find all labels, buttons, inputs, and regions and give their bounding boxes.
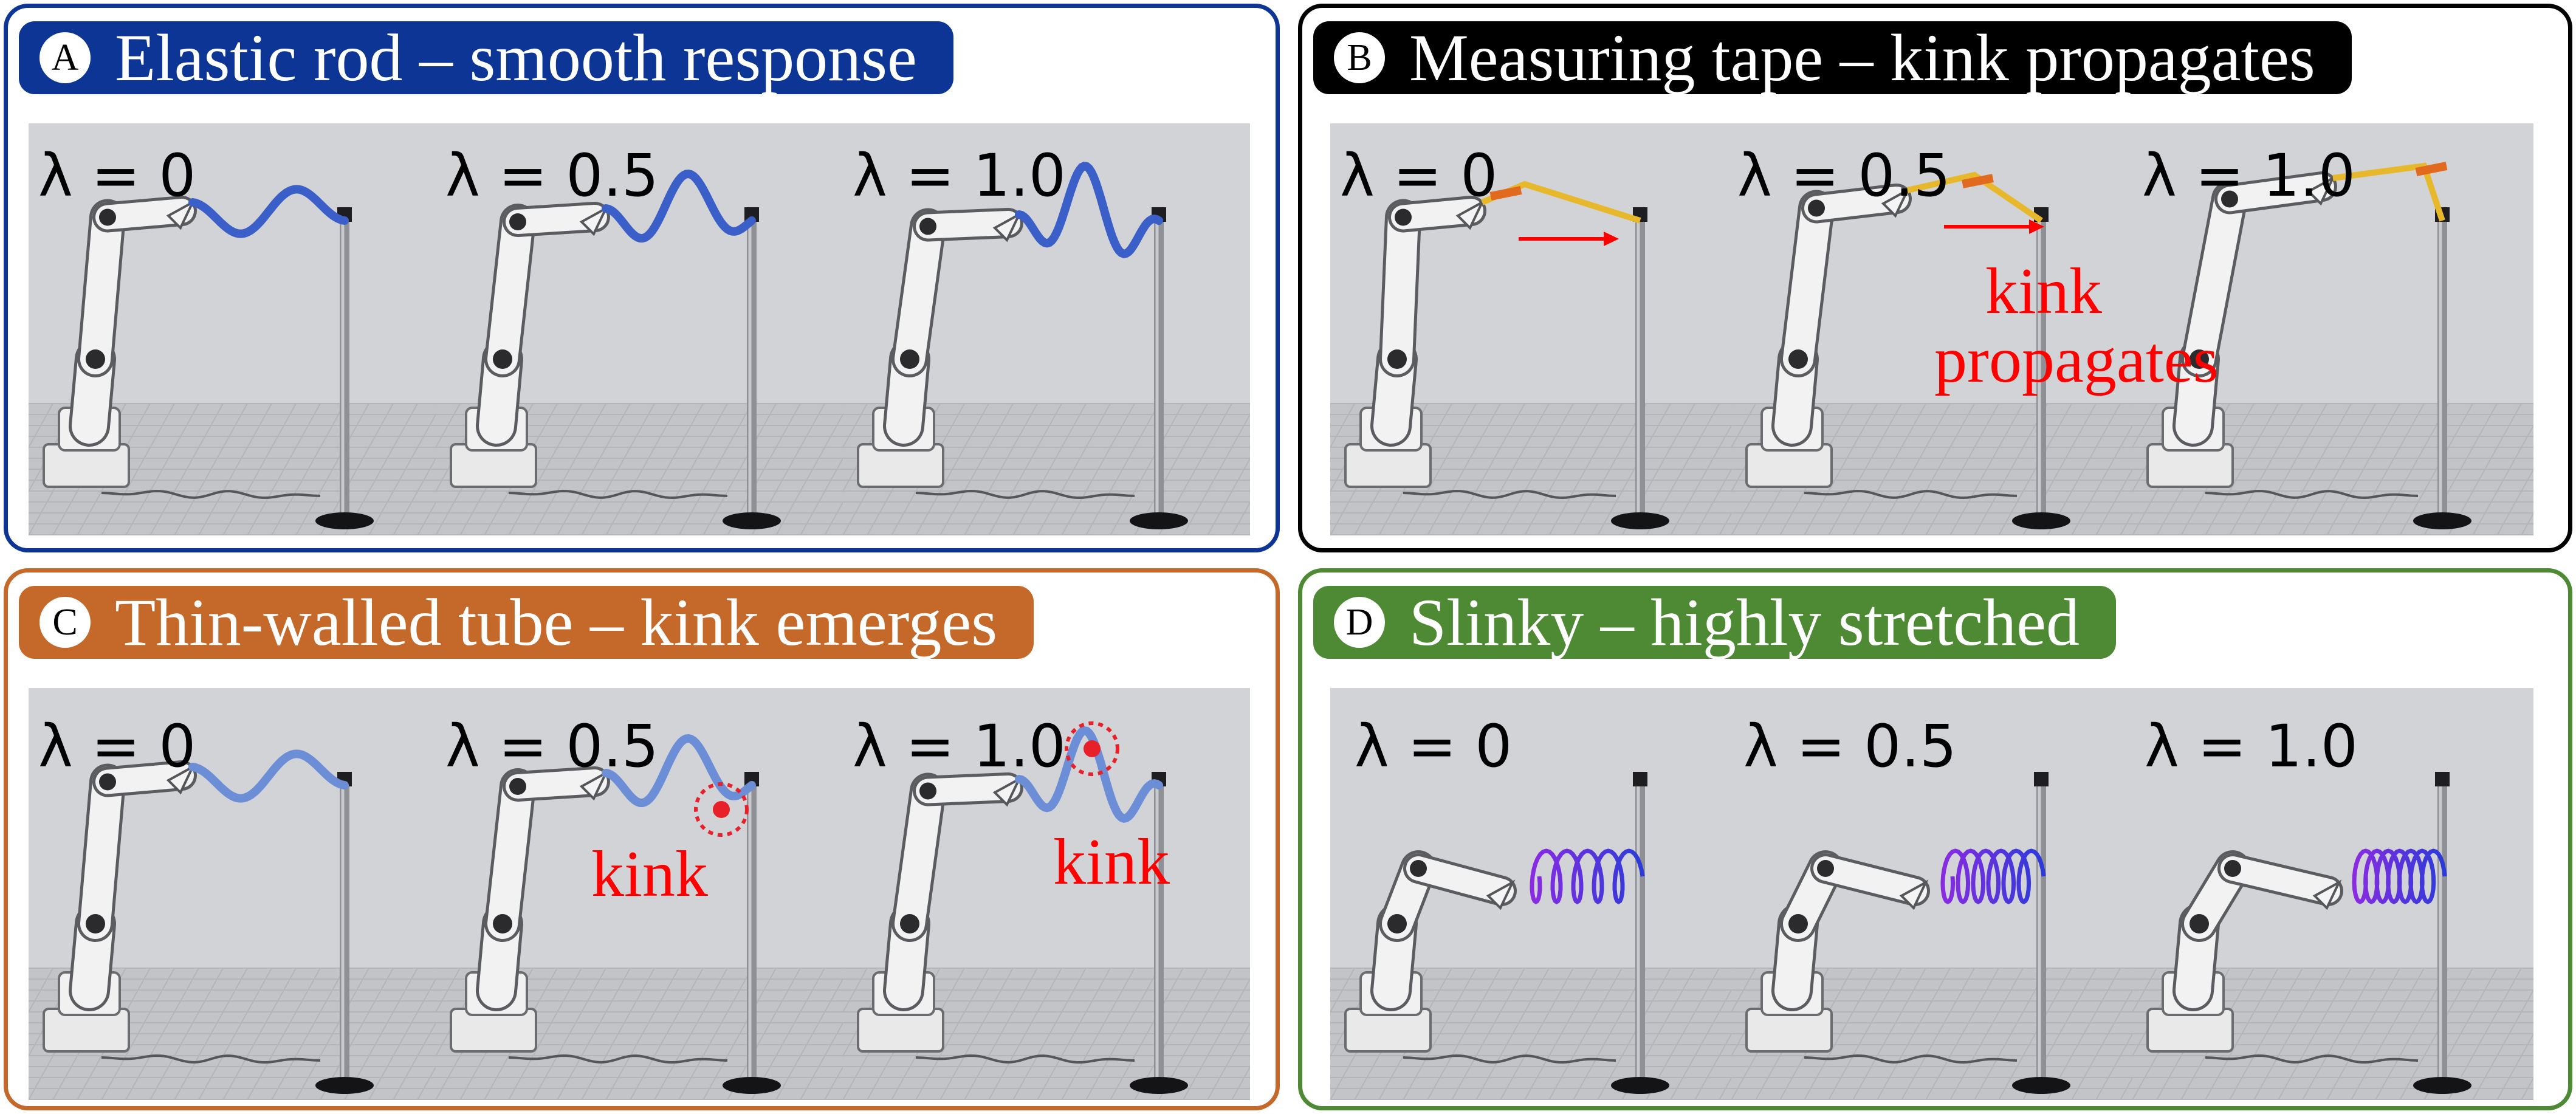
scene-render	[1731, 688, 2132, 1100]
scene-frame: λ = 0	[1330, 688, 1731, 1100]
panel-title-bar: D Slinky – highly stretched	[1313, 586, 2116, 659]
scene-frame: λ = 1.0	[843, 123, 1250, 535]
scene-frame: λ = 1.0	[2132, 123, 2533, 535]
kink-annotation: kink propagates	[1934, 255, 2219, 397]
kink-label: kink	[1985, 255, 2102, 328]
scene-render	[436, 123, 843, 535]
panel-title-bar: A Elastic rod – smooth response	[19, 21, 953, 94]
lambda-label: λ = 1.0	[853, 142, 1066, 210]
scene-render	[29, 123, 436, 535]
scene-render	[2132, 688, 2533, 1100]
kink-label: kink	[1053, 826, 1170, 898]
scene-render	[29, 688, 436, 1100]
lambda-label: λ = 0.5	[445, 712, 659, 780]
scene-render	[843, 123, 1250, 535]
lambda-label: λ = 0	[1355, 712, 1513, 780]
scene-render	[1330, 688, 1731, 1100]
lambda-label: λ = 0	[38, 142, 196, 210]
scene-frame: λ = 1.0	[2132, 688, 2533, 1100]
panel-letter-badge: D	[1334, 597, 1385, 648]
panel-measuring-tape: B Measuring tape – kink propagates λ = 0…	[1298, 4, 2572, 552]
panel-title: Measuring tape – kink propagates	[1409, 21, 2315, 95]
panel-title: Thin-walled tube – kink emerges	[115, 585, 998, 659]
kink-label: kink	[591, 838, 709, 910]
panel-letter-badge: A	[39, 32, 91, 83]
panel-elastic-rod: A Elastic rod – smooth response λ = 0 λ …	[4, 4, 1280, 552]
lambda-label: λ = 0.5	[1737, 142, 1951, 210]
panel-thin-walled-tube: C Thin-walled tube – kink emerges λ = 0 …	[4, 568, 1280, 1110]
scene-frame: λ = 1.0	[843, 688, 1250, 1100]
scene-frame: λ = 0.5	[436, 123, 843, 535]
scene-frame: λ = 0	[29, 123, 436, 535]
panel-title: Slinky – highly stretched	[1409, 585, 2080, 659]
scene-render	[1731, 123, 2132, 535]
lambda-label: λ = 0.5	[445, 142, 659, 210]
lambda-label: λ = 1.0	[853, 712, 1066, 780]
scene-frame: λ = 0	[1330, 123, 1731, 535]
scene-frame: λ = 0.5	[1731, 123, 2132, 535]
lambda-label: λ = 0	[1340, 142, 1498, 210]
panel-title-bar: B Measuring tape – kink propagates	[1313, 21, 2352, 94]
lambda-label: λ = 0.5	[1743, 712, 1957, 780]
panel-letter-badge: B	[1334, 32, 1385, 83]
propagates-label: propagates	[1934, 324, 2219, 397]
scene-render	[2132, 123, 2533, 535]
lambda-label: λ = 1.0	[2145, 712, 2358, 780]
lambda-label: λ = 1.0	[2142, 142, 2355, 210]
panel-title: Elastic rod – smooth response	[115, 21, 917, 95]
scene-frame: λ = 0.5	[436, 688, 843, 1100]
scene-render	[1330, 123, 1731, 535]
scene-frame: λ = 0	[29, 688, 436, 1100]
panel-slinky: D Slinky – highly stretched λ = 0 λ = 0.…	[1298, 568, 2572, 1110]
panel-letter-badge: C	[39, 597, 91, 648]
panel-title-bar: C Thin-walled tube – kink emerges	[19, 586, 1034, 659]
lambda-label: λ = 0	[38, 712, 196, 780]
scene-frame: λ = 0.5	[1731, 688, 2132, 1100]
scene-render	[436, 688, 843, 1100]
scene-render	[843, 688, 1250, 1100]
